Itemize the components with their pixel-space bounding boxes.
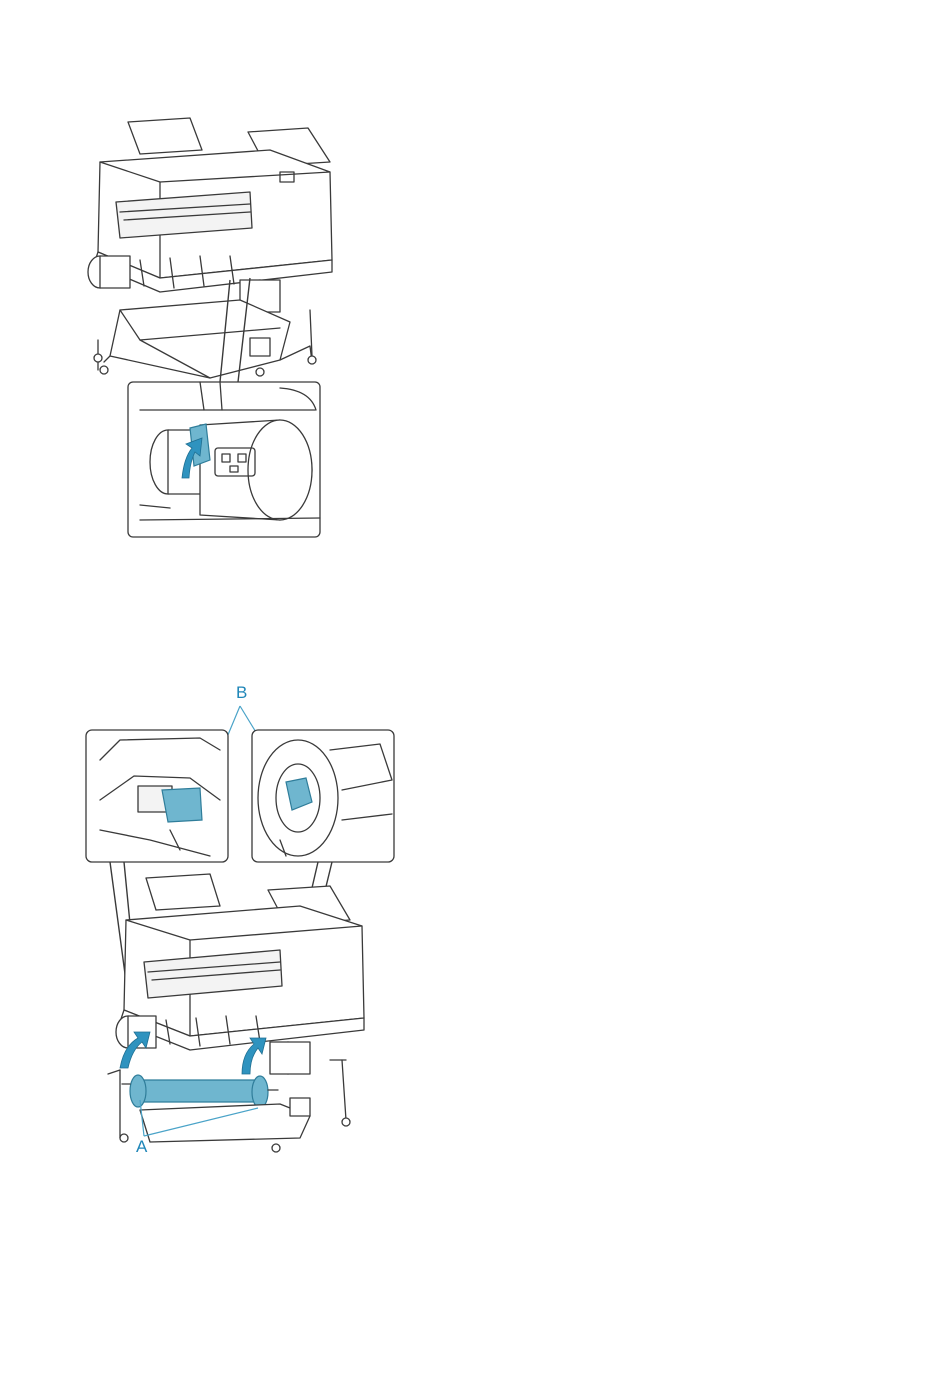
label-a: A bbox=[136, 1137, 148, 1155]
label-b: B bbox=[236, 683, 247, 702]
figure-2-canvas: B bbox=[80, 680, 400, 1155]
printer-stand-illustration bbox=[108, 874, 364, 1152]
printer-stand-illustration bbox=[80, 110, 360, 545]
figure-release-lever bbox=[80, 110, 360, 545]
figure-detach-holder-stopper: B bbox=[80, 680, 400, 1155]
